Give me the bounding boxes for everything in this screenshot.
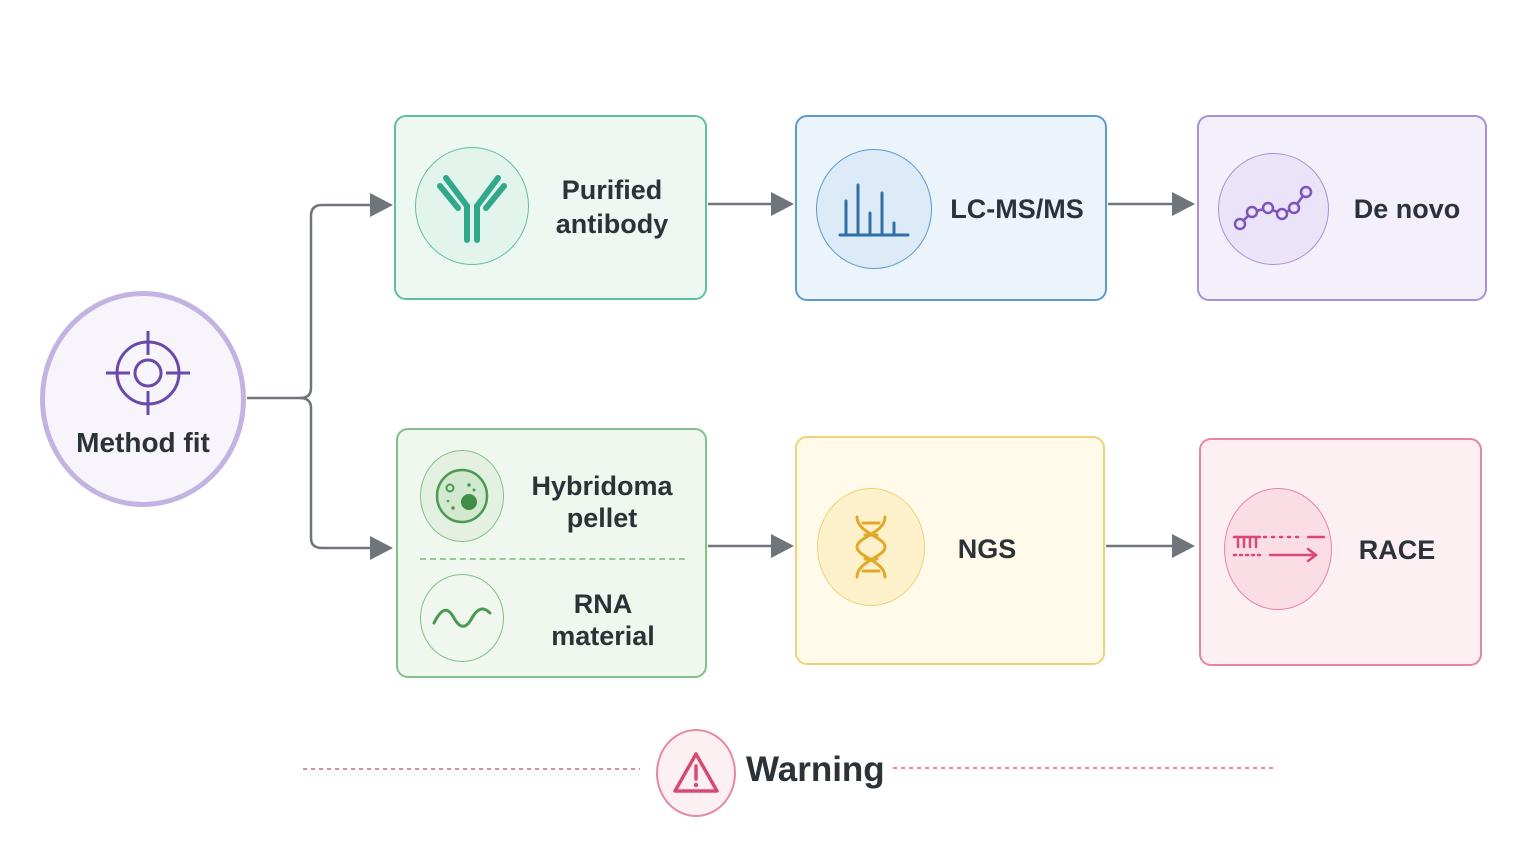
cell-icon-badge bbox=[420, 450, 504, 542]
target-icon bbox=[106, 331, 190, 415]
arrowhead-to-antibody bbox=[370, 193, 393, 217]
rna-material-label: RNA material bbox=[551, 589, 655, 651]
lcms-label: LC-MS/MS bbox=[950, 194, 1084, 224]
method-fit-node: Method fit bbox=[40, 291, 246, 507]
rna-wave-icon bbox=[432, 607, 492, 628]
arrowhead-to-source bbox=[370, 536, 393, 560]
ngs-node: NGS bbox=[795, 436, 1105, 665]
rna-wave-icon-badge bbox=[420, 574, 504, 662]
mass-spectrum-icon bbox=[838, 183, 910, 237]
de-novo-label: De novo bbox=[1353, 194, 1461, 224]
de-novo-node: De novo bbox=[1197, 115, 1487, 301]
primer-extension-icon bbox=[1232, 535, 1326, 563]
primer-extension-icon-badge bbox=[1224, 488, 1332, 610]
dna-helix-icon bbox=[855, 515, 887, 579]
antibody-icon-badge bbox=[415, 147, 529, 265]
race-node: RACE bbox=[1199, 438, 1482, 666]
warning-label: Warning bbox=[746, 750, 885, 789]
antibody-icon bbox=[437, 175, 507, 243]
mass-spectrum-icon-badge bbox=[816, 149, 932, 269]
cell-icon bbox=[435, 468, 489, 524]
purified-antibody-node: Purified antibody bbox=[394, 115, 707, 300]
arrowhead-to-lcms bbox=[771, 192, 794, 216]
ngs-label: NGS bbox=[957, 534, 1017, 564]
method-fit-label: Method fit bbox=[76, 427, 210, 458]
race-label: RACE bbox=[1358, 535, 1436, 565]
peptide-chain-icon-badge bbox=[1218, 153, 1329, 265]
hybridoma-pellet-label: Hybridoma pellet bbox=[531, 471, 673, 533]
warning-badge bbox=[656, 729, 736, 817]
warning-triangle-icon bbox=[673, 752, 719, 793]
source-material-node: Hybridoma pellet RNA material bbox=[396, 428, 707, 678]
source-divider bbox=[420, 558, 685, 560]
connector-method-to-split bbox=[247, 203, 370, 400]
purified-antibody-label: Purified antibody bbox=[555, 175, 669, 239]
lcms-node: LC-MS/MS bbox=[795, 115, 1107, 301]
arrowhead-to-race bbox=[1172, 534, 1195, 558]
arrowhead-to-denovo bbox=[1172, 192, 1195, 216]
connector-split-to-source bbox=[299, 396, 370, 550]
dna-helix-icon-badge bbox=[817, 488, 925, 606]
arrowhead-to-ngs bbox=[771, 534, 794, 558]
peptide-chain-icon bbox=[1233, 185, 1312, 231]
